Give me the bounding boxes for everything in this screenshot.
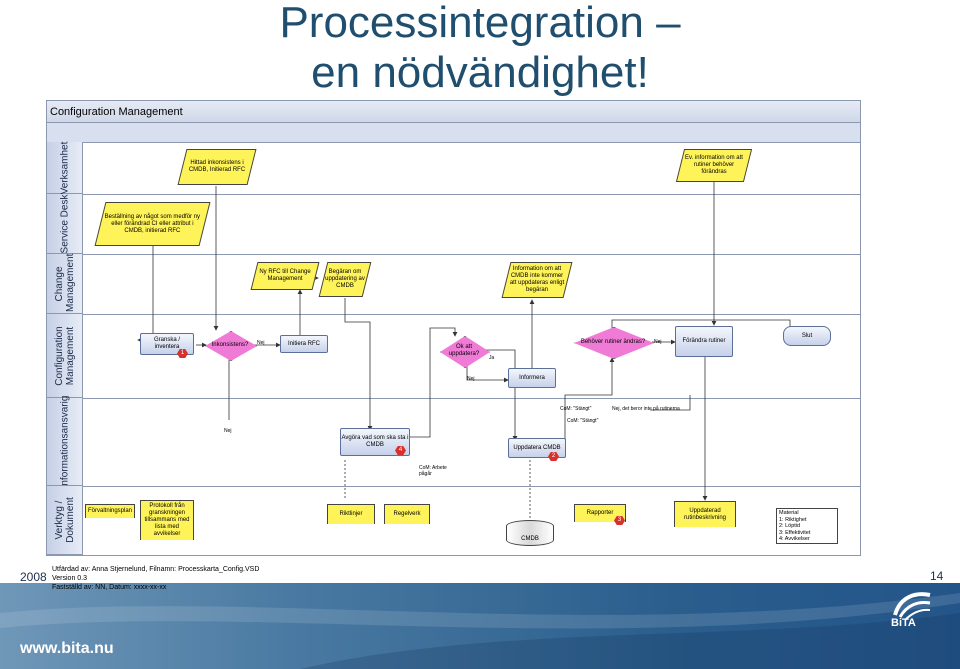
lane-configuration-management: Configuration Management <box>47 314 83 398</box>
node-forandra-rutiner: Förändra rutiner <box>675 326 733 357</box>
doc-riktlinjer: Riktlinjer <box>327 504 375 524</box>
badge-1: 1 <box>177 349 188 358</box>
node-behover-rutiner: Behöver rutiner ändras? <box>574 327 654 359</box>
badge-3: 3 <box>614 516 625 525</box>
slide-year: 2008 <box>20 570 47 584</box>
node-ev-information: Ev. information om att rutiner behöver f… <box>675 149 753 182</box>
node-inkonsistens: Inkonsistens? <box>205 331 257 361</box>
label-ja: Ja <box>489 355 495 361</box>
lane-service-desk: Service Desk <box>47 194 83 254</box>
node-initiera-rfc: Initiera RFC <box>280 335 328 353</box>
node-ny-rfc: Ny RFC till Change Management <box>250 262 320 290</box>
material-item: 1: Riktighet <box>779 516 807 523</box>
label-com-stangt-2: CoM: "Stängt" <box>567 418 599 424</box>
lane-row <box>83 194 860 255</box>
material-list: Material 1: Riktighet 2: Löptid 3: Effek… <box>776 508 838 544</box>
lane-verksamhet: Verksamhet <box>47 141 83 194</box>
material-title: Material <box>779 510 799 516</box>
logo-text: BiTA <box>891 617 916 629</box>
footer-line2: Version 0.3 <box>52 575 88 582</box>
label-nej-1: Nej <box>257 340 265 346</box>
footer-line3: Fastställd av: NN, Datum: xxxx-xx-xx <box>52 584 167 591</box>
lane-row <box>83 254 860 315</box>
material-item: 4: Avvikelser <box>779 536 810 542</box>
footer-line1: Utfärdad av: Anna Stjernelund, Filnamn: … <box>52 566 260 573</box>
website-link[interactable]: www.bita.nu <box>20 640 114 657</box>
diagram-header-band <box>47 123 860 143</box>
label-com-stangt-1: CoM: "Stängt" <box>560 406 592 412</box>
lane-row <box>83 142 860 195</box>
doc-regelverk: Regelverk <box>384 504 430 524</box>
lane-row <box>83 398 860 487</box>
lane-change-management: Change Management <box>47 253 83 314</box>
label-com-arbete: CoM: Arbete pågår <box>419 465 447 477</box>
badge-4: 4 <box>395 446 406 455</box>
doc-cmdb-database: CMDB <box>506 520 554 546</box>
label-nej-beror: Nej, det beror inte på rutinerna <box>612 406 680 412</box>
lane-verktyg-dokument: Verktyg / Dokument <box>47 486 83 555</box>
node-hittad-inkonsistens: Hittad inkonsistens i CMDB, Initierad RF… <box>177 149 257 185</box>
label-nej-3: Nej <box>467 376 475 382</box>
diagram-header: Configuration Management <box>47 101 860 123</box>
doc-forvaltningsplan: Förvaltningsplan <box>85 504 135 518</box>
material-item: 2: Löptid <box>779 523 801 529</box>
material-item: 3: Effektivitet <box>779 529 811 536</box>
label-nej-2: Nej <box>224 428 232 434</box>
doc-rapporter: Rapporter <box>574 504 626 522</box>
node-informera: Informera <box>508 368 556 388</box>
slide-title-line1: Processintegration – <box>279 0 681 47</box>
doc-uppdaterad-rutinbeskrivning: Uppdaterad rutinbeskrivning <box>674 501 736 527</box>
node-information-cmdb: Information om att CMDB inte kommer att … <box>501 262 573 298</box>
lane-informationsansvarig: Informationsansvarig <box>47 395 83 488</box>
node-begaran: Begäran om uppdatering av CMDB <box>318 262 372 297</box>
badge-2: 2 <box>548 452 559 461</box>
doc-protokoll: Protokoll från granskningen tillsammans … <box>140 500 194 540</box>
page-number: 14 <box>930 569 944 583</box>
node-ok-att-uppdatera: Ok att uppdatera? <box>440 336 490 368</box>
node-slut: Slut <box>783 326 831 346</box>
node-bestallning: Beställning av något som medför ny eller… <box>94 202 211 246</box>
banner-swoosh <box>0 593 960 669</box>
lane-row <box>83 314 860 399</box>
slide-title-line2: en nödvändighet! <box>311 48 649 97</box>
bita-logo-icon <box>893 592 931 621</box>
label-nej-4: Nej <box>654 339 662 345</box>
footer-banner <box>0 583 960 669</box>
